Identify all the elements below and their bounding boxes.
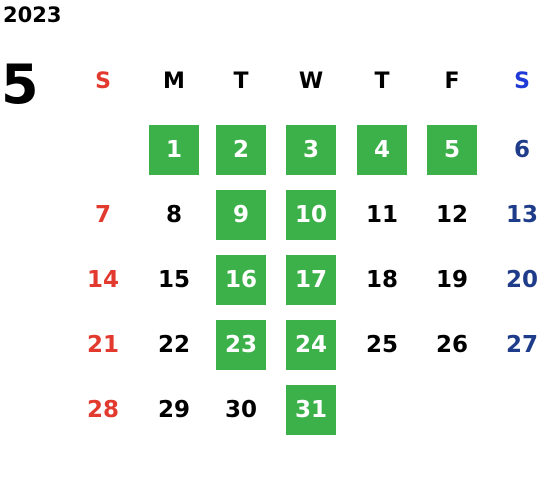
day-cell-4[interactable]: 4 [357, 125, 407, 175]
day-cell-29[interactable]: 29 [157, 397, 190, 423]
day-cell-27[interactable]: 27 [505, 332, 538, 358]
day-cell-16[interactable]: 16 [216, 255, 266, 305]
weekday-header: S [95, 68, 111, 94]
day-cell-30[interactable]: 30 [224, 397, 257, 423]
day-cell-13[interactable]: 13 [505, 202, 538, 228]
day-cell-25[interactable]: 25 [365, 332, 398, 358]
day-cell-28[interactable]: 28 [86, 397, 119, 423]
weekday-header: S [514, 68, 530, 94]
weekday-header: W [298, 68, 324, 94]
day-cell-10[interactable]: 10 [286, 190, 336, 240]
day-cell-2[interactable]: 2 [216, 125, 266, 175]
weekday-header: M [163, 68, 185, 94]
day-cell-26[interactable]: 26 [435, 332, 468, 358]
day-cell-11[interactable]: 11 [365, 202, 398, 228]
weekday-header: F [444, 68, 460, 94]
day-cell-17[interactable]: 17 [286, 255, 336, 305]
day-cell-15[interactable]: 15 [157, 267, 190, 293]
month-number: 5 [1, 53, 39, 116]
day-cell-31[interactable]: 31 [286, 385, 336, 435]
year-label: 2023 [3, 3, 62, 27]
day-cell-18[interactable]: 18 [365, 267, 398, 293]
day-cell-9[interactable]: 9 [216, 190, 266, 240]
day-cell-21[interactable]: 21 [86, 332, 119, 358]
day-cell-1[interactable]: 1 [149, 125, 199, 175]
day-cell-12[interactable]: 12 [435, 202, 468, 228]
weekday-header: T [374, 68, 390, 94]
day-cell-20[interactable]: 20 [505, 267, 538, 293]
day-cell-3[interactable]: 3 [286, 125, 336, 175]
day-cell-22[interactable]: 22 [157, 332, 190, 358]
day-cell-14[interactable]: 14 [86, 267, 119, 293]
day-cell-24[interactable]: 24 [286, 320, 336, 370]
weekday-header: T [233, 68, 249, 94]
day-cell-8[interactable]: 8 [165, 202, 182, 228]
day-cell-6[interactable]: 6 [513, 137, 530, 163]
day-cell-19[interactable]: 19 [435, 267, 468, 293]
day-cell-23[interactable]: 23 [216, 320, 266, 370]
day-cell-5[interactable]: 5 [427, 125, 477, 175]
day-cell-7[interactable]: 7 [94, 202, 111, 228]
